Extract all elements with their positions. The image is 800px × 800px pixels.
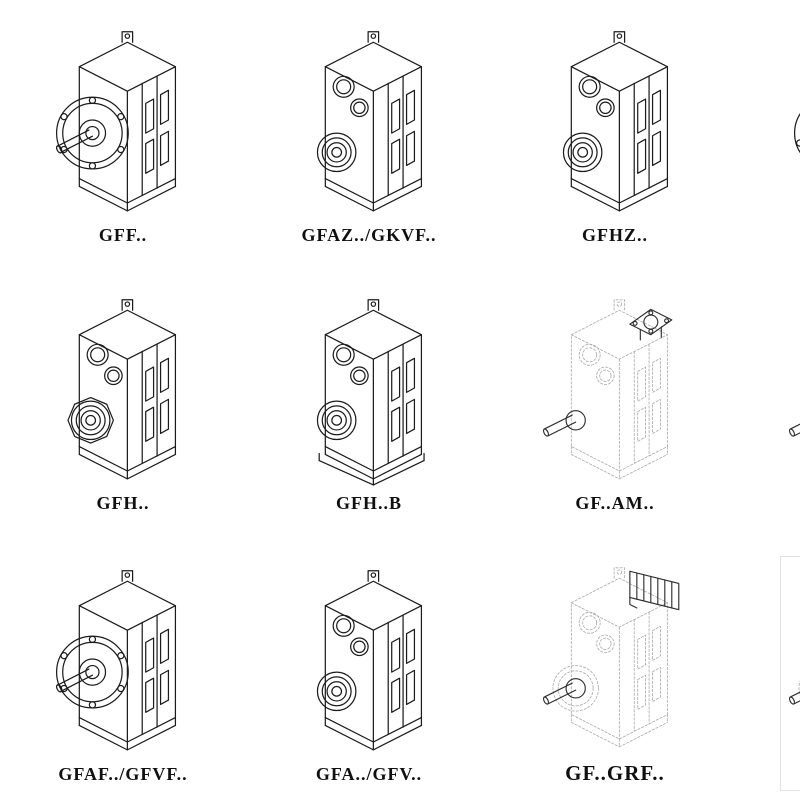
variant-gfh: GFH.. <box>40 286 206 522</box>
variant-gfaf-gfvf: GFAF../GFVF.. <box>40 554 206 793</box>
variant-gfhz: GFHZ.. <box>532 18 698 254</box>
model-label-gfh-b: GFH..B <box>335 492 402 513</box>
gearbox-top-input-shaft-drawing <box>787 664 800 712</box>
model-label-gfh: GFH.. <box>96 492 150 513</box>
model-label-gff: GFF.. <box>98 225 148 245</box>
gearbox-hollow-shaft-drawing <box>316 31 423 212</box>
model-label-gfaf-gfvf: GFAF../GFVF.. <box>58 763 188 784</box>
gearbox-flange-hollow-drawing <box>793 96 800 170</box>
gearbox-grf-input-drawing <box>541 566 680 747</box>
model-label-gfhz: GFHZ.. <box>581 225 648 245</box>
variant-gfaz-gkvf: GFAZ../GKVF.. <box>286 18 452 254</box>
gearbox-foot-mounted-drawing <box>316 298 425 486</box>
gearbox-shrink-disc-drawing <box>562 31 669 212</box>
gearbox-hollow-shaft-drawing <box>316 570 423 751</box>
gearbox-motor-drawing <box>787 409 800 438</box>
variant-gf-am: GF..AM.. <box>532 286 698 522</box>
variant-gfh-b: GFH..B <box>286 286 452 522</box>
variant-gfa-gfv: GFA../GFV.. <box>286 554 452 793</box>
gearbox-hex-boss-drawing <box>67 298 177 480</box>
variant-gf-grf: GF..GRF.. <box>532 554 698 793</box>
variant-gfhf: GFHF.. <box>778 18 800 254</box>
model-label-gf-am: GF..AM.. <box>575 492 655 513</box>
variant-gf-ad: GF..AD.. <box>778 554 800 793</box>
gearbox-flange-shaft-drawing <box>54 31 177 212</box>
variant-gff: GFF.. <box>40 18 206 254</box>
model-label-gfa-gfv: GFA../GFV.. <box>315 763 423 784</box>
model-label-gfaz-gkvf: GFAZ../GKVF.. <box>301 225 437 245</box>
gearbox-flange-shaft-drawing <box>54 570 177 751</box>
gearbox-iec-adapter-drawing <box>541 299 673 480</box>
model-label-gf-grf: GF..GRF.. <box>565 760 665 785</box>
variant-gf-y: GF..Y.. <box>778 286 800 522</box>
